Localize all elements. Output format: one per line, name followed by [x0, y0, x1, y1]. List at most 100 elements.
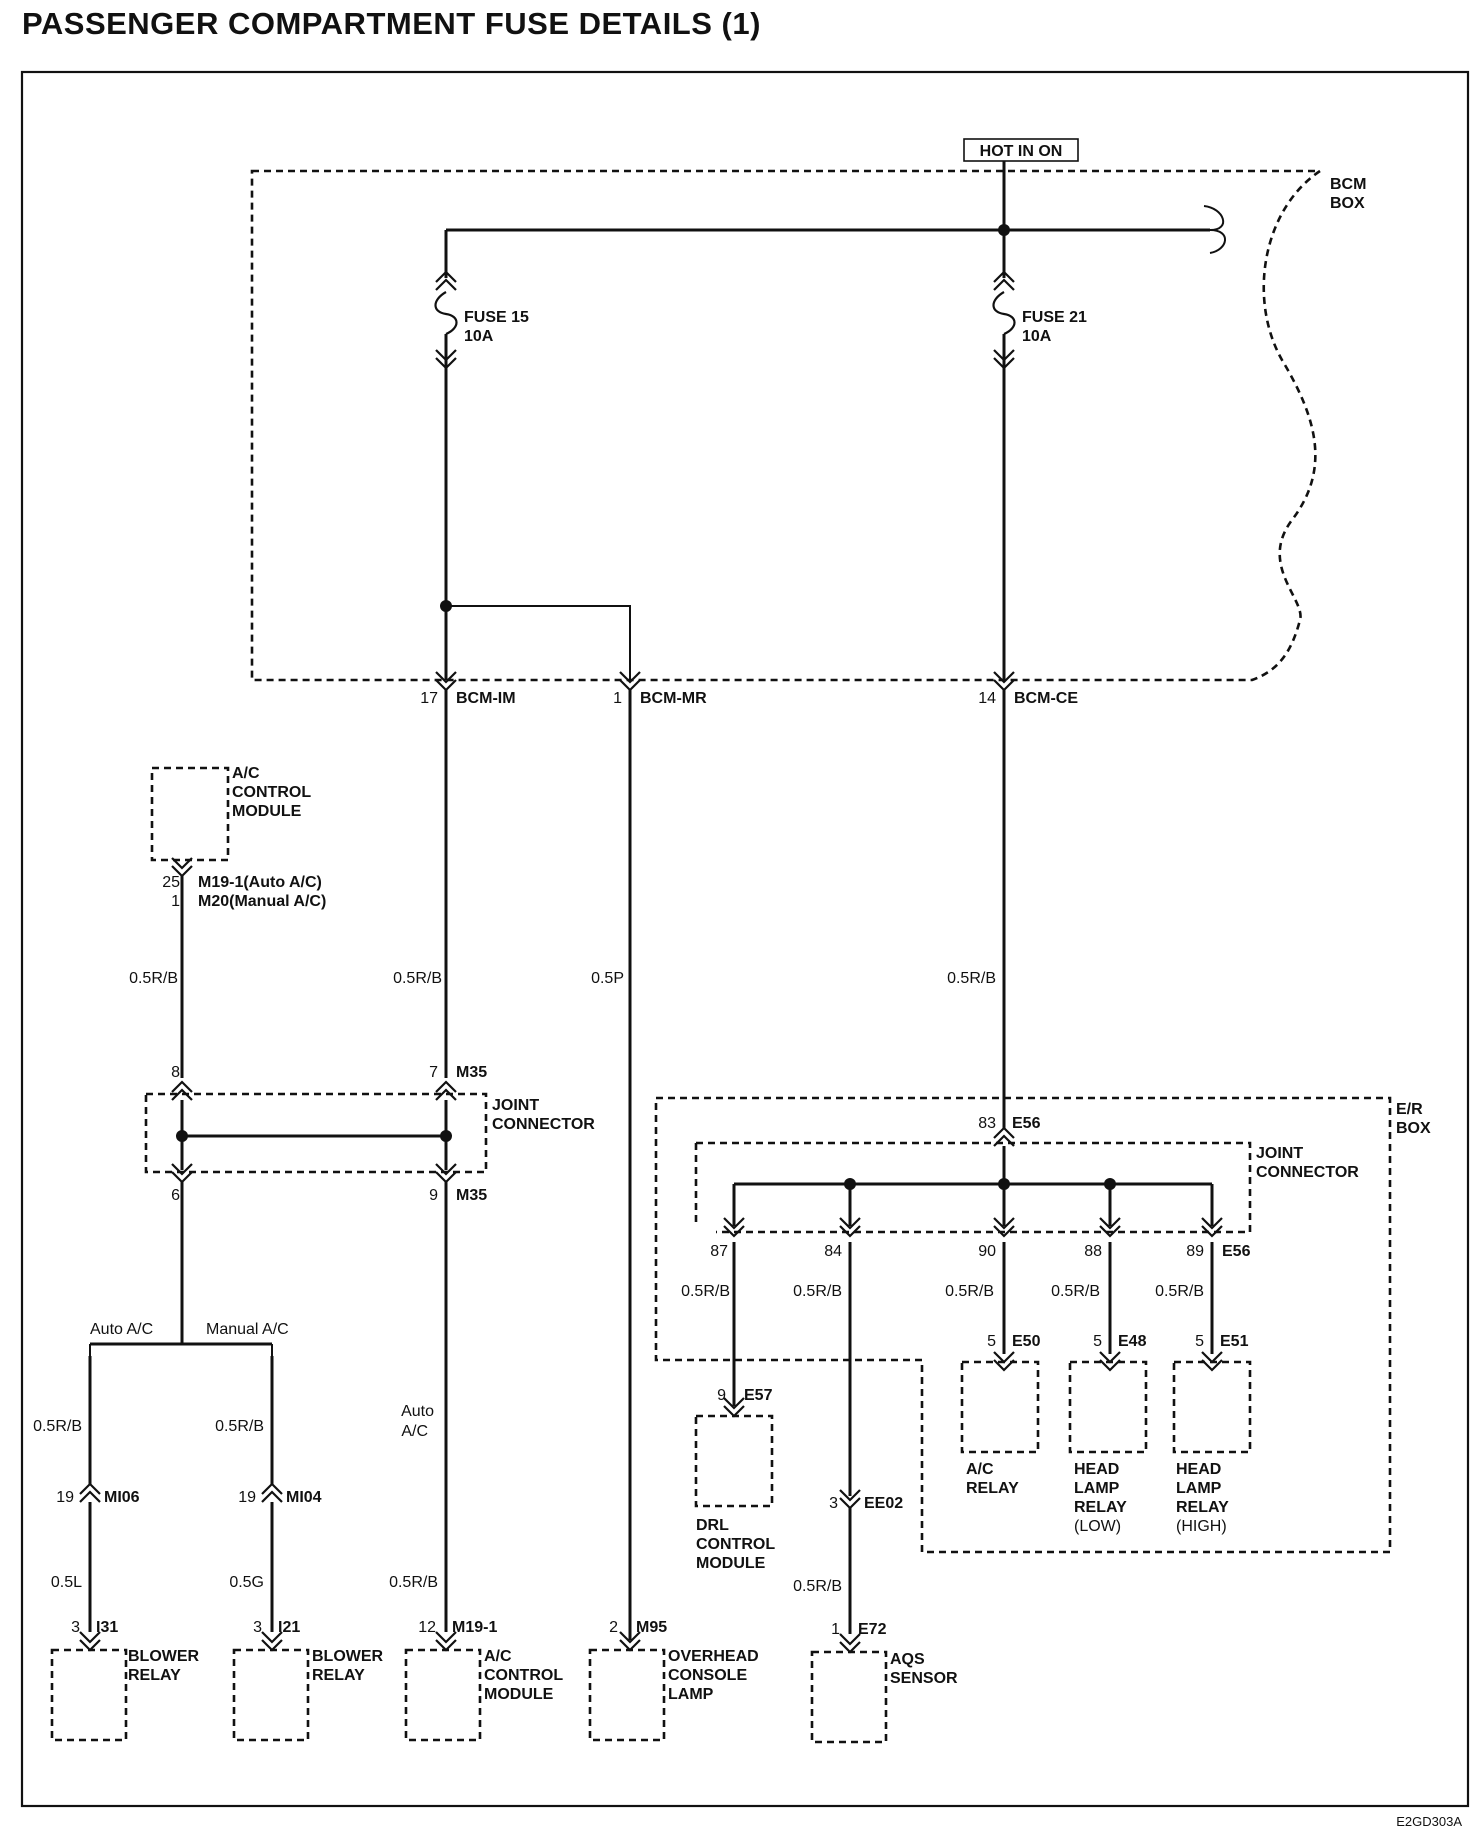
connector-label: M19-1(Auto A/C) [198, 874, 322, 891]
head-lamp-relay-low: 5 E48 HEAD LAMP RELAY (LOW) [1068, 1333, 1148, 1535]
svg-text:0.5R/B: 0.5R/B [945, 1283, 994, 1300]
svg-text:5: 5 [1195, 1333, 1204, 1350]
joint-output-89: 89 E56 0.5R/B [1004, 1182, 1251, 1354]
connector-label: E56 [1012, 1115, 1041, 1132]
wire-color: 0.5R/B [129, 970, 178, 987]
splice-dot [440, 1130, 452, 1142]
bcm-box-label: BCM [1330, 176, 1366, 193]
wire-color: 0.5G [229, 1574, 264, 1591]
drl-control-module: 9 E57 DRL CONTROL MODULE [694, 1387, 775, 1572]
inline-connector [261, 1482, 283, 1503]
svg-text:E72: E72 [858, 1621, 887, 1638]
connector-label: BCM-MR [640, 690, 707, 707]
svg-text:E56: E56 [1222, 1243, 1251, 1260]
pin-number: 1 [613, 690, 622, 707]
svg-text:AQS: AQS [890, 1651, 925, 1668]
joint-terminal [435, 1080, 457, 1101]
pin-number: 7 [429, 1064, 438, 1081]
connector-label: EE02 [864, 1495, 903, 1512]
svg-text:CONSOLE: CONSOLE [668, 1667, 747, 1684]
svg-text:M19-1: M19-1 [452, 1619, 497, 1636]
svg-text:RELAY: RELAY [966, 1480, 1019, 1497]
svg-text:5: 5 [987, 1333, 996, 1350]
svg-text:(HIGH): (HIGH) [1176, 1518, 1227, 1535]
branch-auto-label: Auto A/C [90, 1321, 153, 1338]
pin-number: 83 [978, 1115, 996, 1132]
bcm-box-label: BOX [1330, 195, 1365, 212]
svg-text:(LOW): (LOW) [1074, 1518, 1121, 1535]
svg-text:9: 9 [717, 1387, 726, 1404]
component-label: A/C [232, 765, 260, 782]
wire-color: 0.5R/B [393, 970, 442, 987]
pin-number: 8 [171, 1064, 180, 1081]
er-box-outline [654, 1096, 1392, 1554]
joint-terminal [171, 1080, 193, 1101]
fuse15-rating: 10A [464, 328, 494, 345]
bcm-mr-feed [446, 605, 631, 680]
ac-control-module-bottom: 12 M19-1 A/C CONTROL MODULE [404, 1619, 563, 1742]
svg-text:RELAY: RELAY [1176, 1499, 1229, 1516]
svg-text:A/C: A/C [484, 1648, 512, 1665]
fuse15-symbol [434, 291, 458, 336]
page-title: PASSENGER COMPARTMENT FUSE DETAILS (1) [22, 6, 761, 41]
pin-number: 19 [56, 1489, 74, 1506]
auto-ac-note: A/C [401, 1423, 428, 1440]
svg-text:LAMP: LAMP [668, 1686, 714, 1703]
svg-text:90: 90 [978, 1243, 996, 1260]
pin-number: 25 [162, 874, 180, 891]
svg-text:I31: I31 [96, 1619, 118, 1636]
joint-output-87: 87 0.5R/B [681, 1184, 745, 1406]
blower-relay-1: 3 I31 BLOWER RELAY [50, 1619, 200, 1742]
bcm-box-outline [250, 169, 1325, 682]
svg-text:M95: M95 [636, 1619, 667, 1636]
svg-text:0.5R/B: 0.5R/B [681, 1283, 730, 1300]
wire-color: 0.5R/B [33, 1418, 82, 1435]
diagram-frame [20, 70, 1470, 1808]
fuse21-symbol [992, 291, 1016, 336]
joint-input-terminal [993, 1126, 1015, 1147]
fuse21-name: FUSE 21 [1022, 309, 1087, 326]
connector-label: M20(Manual A/C) [198, 893, 326, 910]
svg-text:HEAD: HEAD [1074, 1461, 1119, 1478]
svg-text:OVERHEAD: OVERHEAD [668, 1648, 759, 1665]
svg-text:BLOWER: BLOWER [128, 1648, 200, 1665]
pin-number: 3 [829, 1495, 838, 1512]
er-box-label: BOX [1396, 1120, 1431, 1137]
connector-label: BCM-CE [1014, 690, 1078, 707]
branch-ticks [89, 1344, 273, 1356]
joint-output-90: 90 0.5R/B [945, 1184, 1015, 1354]
svg-text:89: 89 [1186, 1243, 1204, 1260]
svg-text:A/C: A/C [966, 1461, 994, 1478]
wire-color: 0.5R/B [215, 1418, 264, 1435]
joint-label: CONNECTOR [1256, 1164, 1359, 1181]
ac-relay: 5 E50 A/C RELAY [960, 1333, 1041, 1497]
splice-dot [176, 1130, 188, 1142]
svg-text:2: 2 [609, 1619, 618, 1636]
svg-text:MODULE: MODULE [484, 1686, 554, 1703]
pin-number: 17 [420, 690, 438, 707]
bus-continuation-symbol [1203, 205, 1226, 254]
connector-label: BCM-IM [456, 690, 516, 707]
svg-text:RELAY: RELAY [312, 1667, 365, 1684]
svg-text:LAMP: LAMP [1074, 1480, 1120, 1497]
joint-output-84: 84 0.5R/B [793, 1184, 861, 1496]
component-label: CONTROL [232, 784, 311, 801]
fuse15-top-terminal [435, 270, 457, 291]
svg-text:LAMP: LAMP [1176, 1480, 1222, 1497]
right-joint-connector [694, 1141, 1252, 1234]
svg-text:RELAY: RELAY [1074, 1499, 1127, 1516]
head-lamp-relay-high: 5 E51 HEAD LAMP RELAY (HIGH) [1172, 1333, 1252, 1535]
power-source-box [963, 138, 1079, 162]
svg-text:DRL: DRL [696, 1517, 729, 1534]
aqs-sensor: 1 E72 AQS SENSOR [810, 1621, 958, 1744]
svg-text:E51: E51 [1220, 1333, 1249, 1350]
er-box-label: E/R [1396, 1101, 1423, 1118]
pin-number: 14 [978, 690, 996, 707]
svg-text:RELAY: RELAY [128, 1667, 181, 1684]
wire-color: 0.5R/B [793, 1578, 842, 1595]
svg-text:1: 1 [831, 1621, 840, 1638]
connector-label: MI06 [104, 1489, 140, 1506]
connector-label: M35 [456, 1187, 487, 1204]
pin-number: 19 [238, 1489, 256, 1506]
